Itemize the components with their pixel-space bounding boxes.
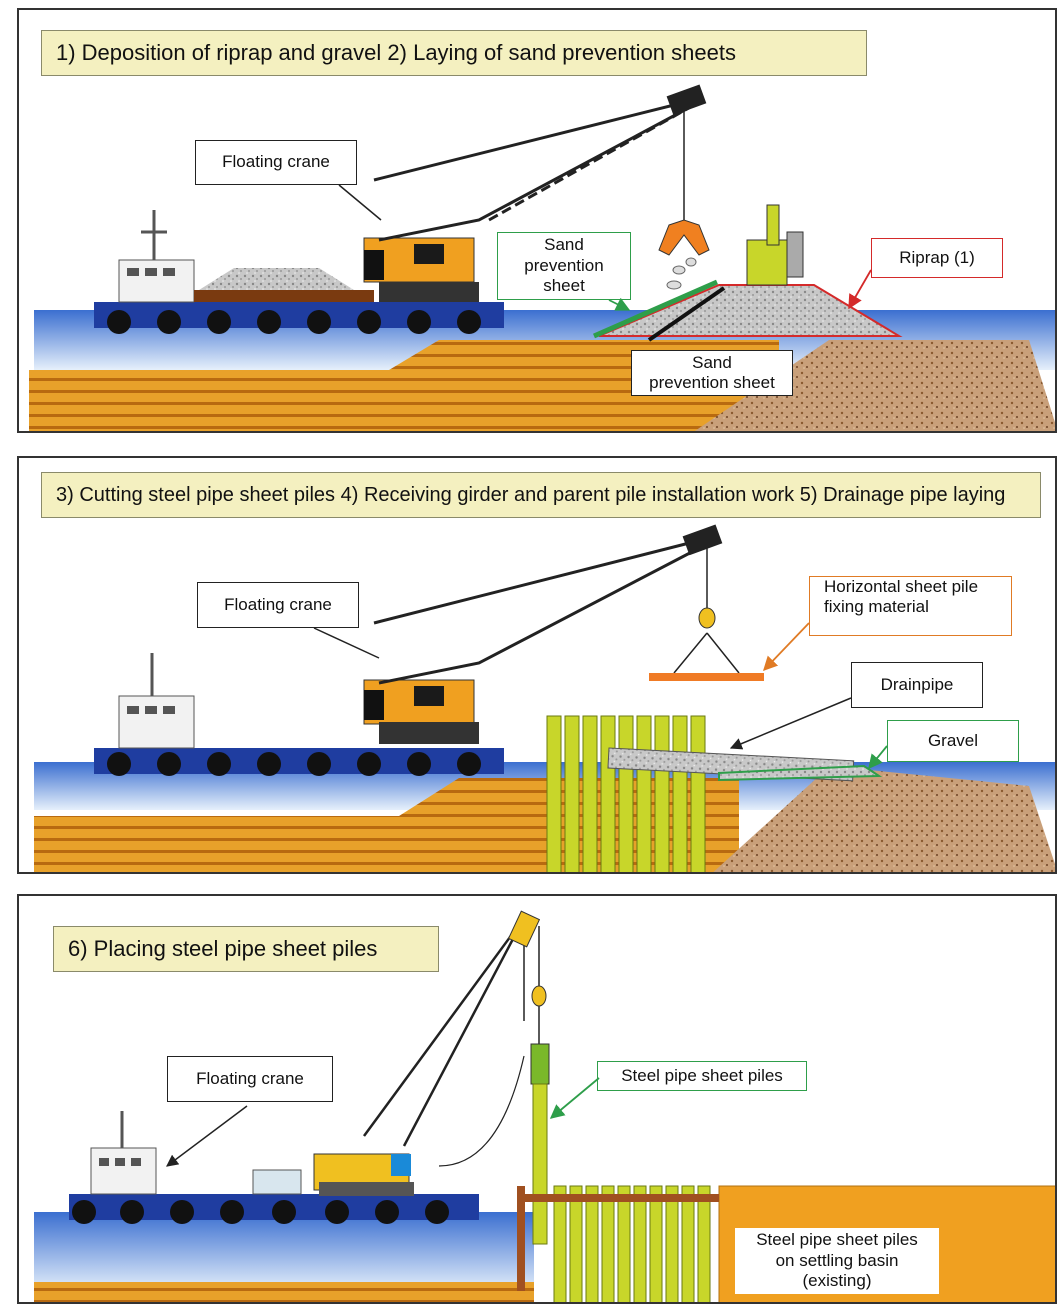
seabed [34,778,739,872]
crawler-crane-body [313,1153,414,1196]
ship-cabin [118,653,195,749]
barge-tires [107,310,481,334]
crane-body [363,679,479,744]
sand-sheet-green-label: Sand prevention sheet [497,232,631,300]
barge-tires [72,1200,449,1224]
hook-block [698,607,716,629]
panel3-title: 6) Placing steel pipe sheet piles [53,926,439,972]
excavator [746,204,804,286]
barge-deck [94,748,504,774]
panel1-illustration [29,84,1055,431]
seabed [34,1282,534,1302]
crane-body [363,237,479,302]
existing-piles-label: Steel pipe sheet piles on settling basin… [735,1228,939,1294]
floating-crane-label: Floating crane [195,140,357,185]
ship-cabin [90,1111,157,1195]
hanging-pile [530,1043,550,1245]
panel2-title: 3) Cutting steel pipe sheet piles 4) Rec… [41,472,1041,518]
steel-pipe-piles [553,1185,711,1302]
floating-crane-label: Floating crane [167,1056,333,1102]
cargo-deck [194,290,374,302]
barge-tires [107,752,481,776]
crane-boom [373,536,740,685]
sand-sheet-black-label: Sand prevention sheet [631,350,793,396]
boom-tip [682,524,723,556]
guide-post [517,1186,525,1291]
grab-bucket [658,219,710,256]
panel-cutting: 3) Cutting steel pipe sheet piles 4) Rec… [17,456,1057,874]
gravel-label: Gravel [887,720,1019,762]
panel-deposition: 1) Deposition of riprap and gravel 2) La… [17,8,1057,433]
riprap-label: Riprap (1) [871,238,1003,278]
sand-sheet-green [592,279,719,339]
cargo-gravel [199,268,354,290]
falling-rocks [666,257,697,290]
guide-beam [519,1194,719,1202]
water [34,1212,534,1292]
crane-boom [373,98,695,242]
panel-placing: 6) Placing steel pipe sheet piles Floati… [17,894,1057,1304]
panel2-illustration [34,524,1055,872]
steel-pipe-piles [546,715,706,872]
floating-crane-label: Floating crane [197,582,359,628]
panel1-title: 1) Deposition of riprap and gravel 2) La… [41,30,867,76]
fixing-material-beam [649,673,764,681]
gravel-layer [718,764,883,782]
deck-container [252,1169,302,1195]
hook-block [531,985,547,1007]
barge-deck [94,302,504,328]
boom-tip [507,910,541,948]
steel-pipe-piles-label: Steel pipe sheet piles [597,1061,807,1091]
seabed [29,340,779,431]
rubble-mound [713,770,1055,872]
horizontal-sheet-pile-label: Horizontal sheet pile fixing material [809,576,1012,636]
rubble-mound [694,340,1055,431]
boom-tip [666,84,707,116]
sand-sheet-black [647,286,726,342]
ship-cabin [118,210,195,303]
drainpipe-label: Drainpipe [851,662,983,708]
